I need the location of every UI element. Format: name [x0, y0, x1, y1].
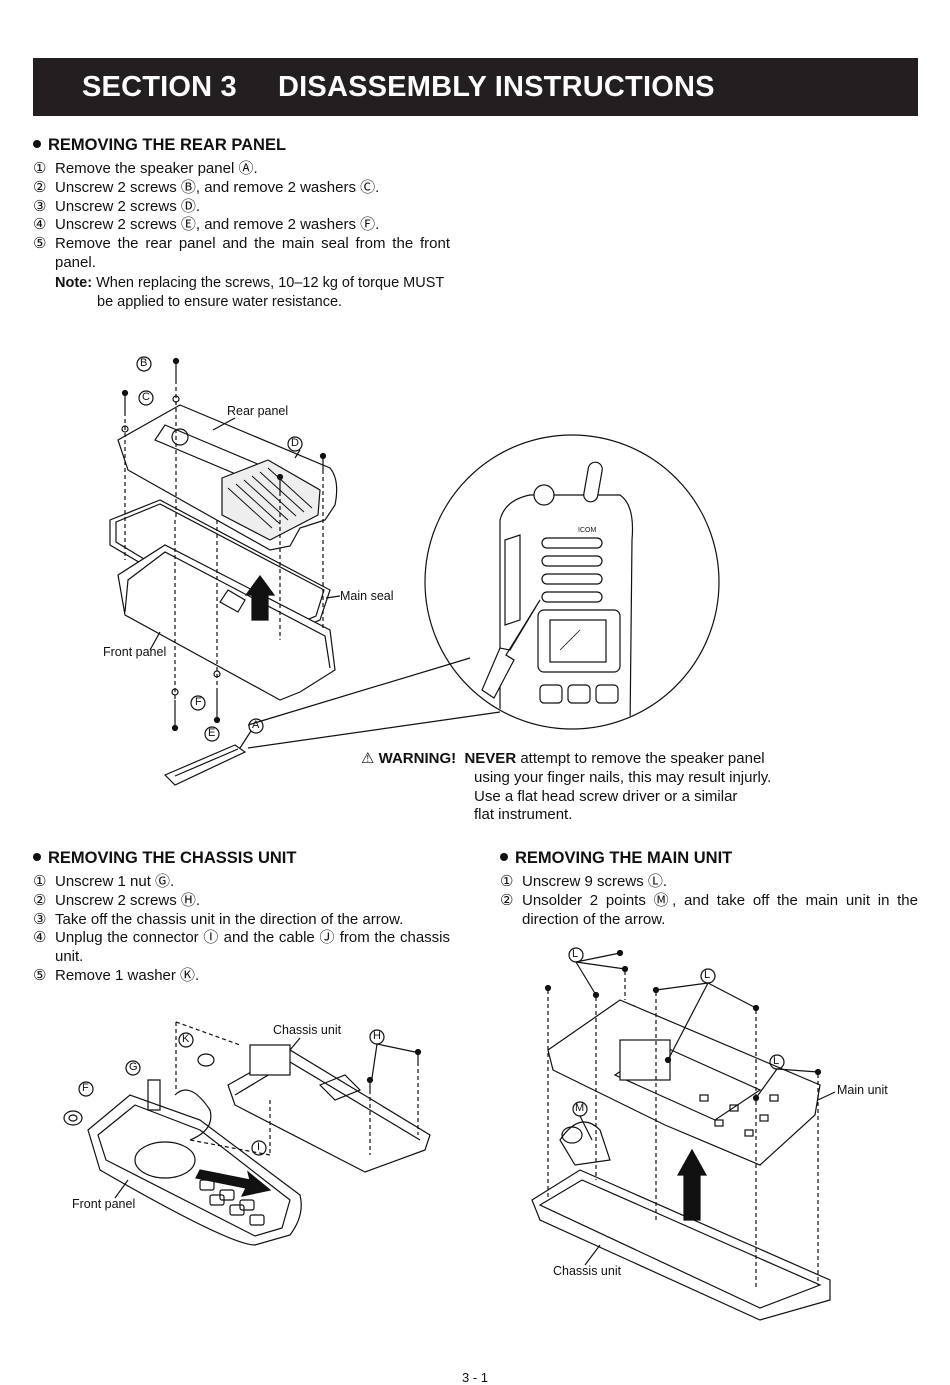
callout-circles	[136, 356, 303, 742]
label-chassis-unit-2: Chassis unit	[553, 1264, 622, 1278]
torque-note: Note: When replacing the screws, 10–12 k…	[55, 275, 445, 310]
callout-k: K	[182, 1033, 190, 1045]
speaker-grille	[221, 459, 321, 541]
keypad	[199, 1179, 265, 1226]
callout-b: B	[140, 357, 148, 369]
rear-panel-heading: REMOVING THE REAR PANEL	[33, 136, 286, 155]
warning-icon: ⚠	[361, 750, 375, 767]
warning-block: ⚠ WARNING! NEVER attempt to remove the s…	[361, 750, 772, 824]
front-panel-shape-2	[87, 1094, 302, 1246]
bullet-icon	[33, 852, 41, 861]
arrow-up-icon	[244, 574, 276, 621]
label-rear-panel: Rear panel	[227, 404, 289, 418]
washer-k	[197, 1053, 215, 1067]
label-main-seal: Main seal	[340, 589, 394, 603]
front-panel-shape	[117, 544, 336, 701]
screw-icon	[121, 357, 327, 492]
callout-e: E	[208, 727, 216, 739]
callout-l-2: L	[704, 969, 711, 981]
callout-h: H	[373, 1030, 381, 1042]
callout-g: G	[129, 1061, 138, 1073]
section-title: DISASSEMBLY INSTRUCTIONS	[278, 71, 715, 103]
washer-f	[63, 1110, 83, 1126]
brand-logo: ICOM	[578, 527, 596, 534]
callout-f: F	[195, 696, 202, 708]
main-unit-heading: REMOVING THE MAIN UNIT	[500, 849, 732, 868]
note-label: Note:	[55, 275, 93, 291]
callout-m: M	[575, 1102, 585, 1114]
chassis-heading: REMOVING THE CHASSIS UNIT	[33, 849, 296, 868]
arrow-right-icon	[195, 1169, 272, 1197]
callout-i: I	[257, 1141, 261, 1153]
bullet-icon	[500, 852, 508, 861]
callout-d: D	[291, 437, 299, 449]
label-front-panel: Front panel	[103, 645, 167, 659]
callout-l-1: L	[572, 948, 579, 960]
label-chassis-unit: Chassis unit	[273, 1023, 342, 1037]
screwdriver-shape	[481, 599, 541, 699]
radio-body-shape	[499, 494, 634, 728]
main-seal-shape	[109, 499, 331, 641]
callout-c: C	[142, 391, 150, 403]
section-header: SECTION 3 DISASSEMBLY INSTRUCTIONS	[33, 58, 918, 116]
section-number: SECTION 3	[82, 71, 237, 103]
label-main-unit: Main unit	[837, 1083, 888, 1097]
warning-label: WARNING!	[378, 750, 457, 767]
label-front-panel-2: Front panel	[72, 1197, 136, 1211]
callout-f-2: F	[82, 1082, 89, 1094]
bullet-icon	[33, 139, 41, 148]
lcd-screen	[537, 609, 621, 673]
chassis-frame-shape	[531, 1169, 831, 1321]
pcb-components	[699, 1094, 779, 1137]
callout-a: A	[252, 719, 260, 731]
warning-never: NEVER	[464, 750, 517, 767]
callout-l-3: L	[773, 1055, 780, 1067]
arrow-up-icon-2	[676, 1148, 708, 1221]
page-number: 3 - 1	[462, 1370, 489, 1385]
